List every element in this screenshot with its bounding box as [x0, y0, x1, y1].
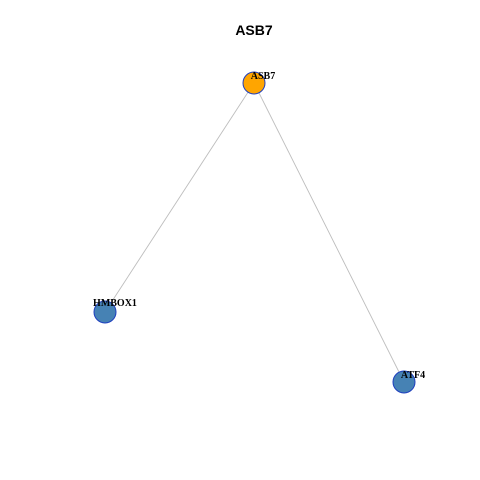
- graph-title: ASB7: [235, 22, 273, 38]
- node-atf4: [392, 370, 416, 394]
- node-label-hmbox1: HMBOX1: [93, 298, 137, 309]
- node-asb7: [242, 71, 266, 95]
- node-hmbox1: [93, 300, 117, 324]
- node-label-asb7: ASB7: [251, 71, 275, 82]
- edge-asb7-hmbox1: [104, 82, 255, 313]
- edge-asb7-atf4: [253, 82, 405, 383]
- edge-layer: [104, 82, 405, 383]
- node-label-atf4: ATF4: [401, 370, 425, 381]
